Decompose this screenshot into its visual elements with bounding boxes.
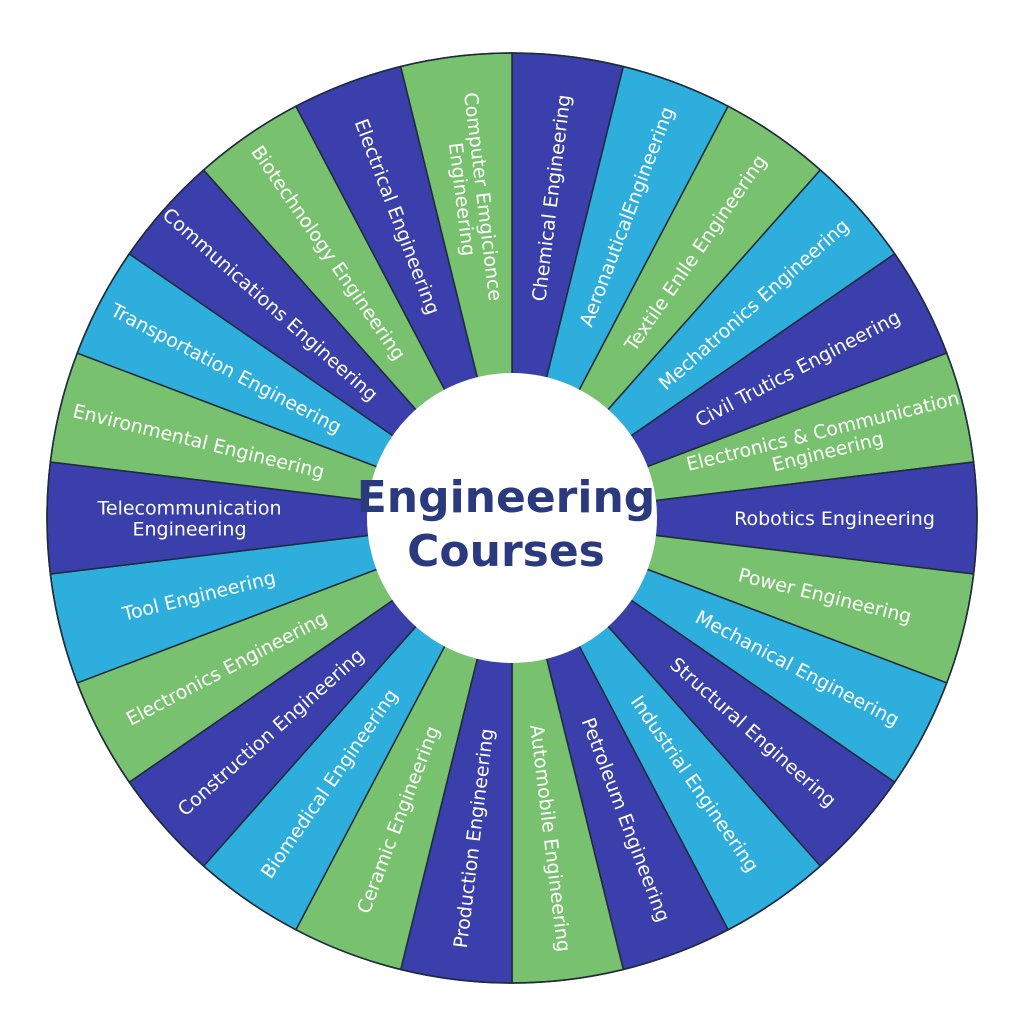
segment-label-line: Robotics Engineering — [734, 508, 935, 530]
center-title-line1: Engineering — [357, 472, 656, 523]
center-title-line2: Courses — [407, 526, 605, 577]
wheel-rim — [46, 52, 978, 984]
segment-label-line: Engineering — [133, 519, 247, 541]
segment-label-line: Telecommunication — [97, 498, 282, 520]
segment-label: Robotics Engineering — [734, 508, 935, 530]
center-circle — [367, 373, 657, 663]
wheel-segments — [46, 52, 978, 984]
